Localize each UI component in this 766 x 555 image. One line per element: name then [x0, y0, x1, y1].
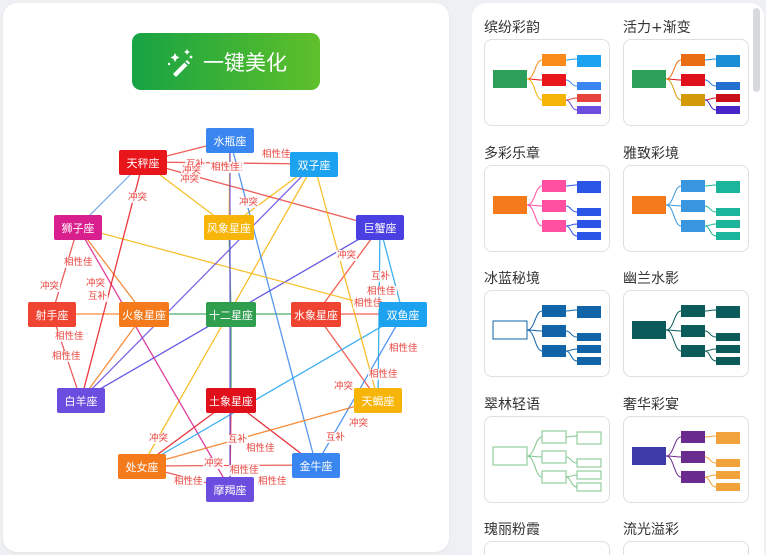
relation-edge [140, 399, 379, 469]
node-shizi[interactable]: 狮子座 [54, 215, 102, 240]
relation-label[interactable]: 冲突 [336, 250, 358, 261]
relation-label[interactable]: 冲突 [181, 165, 203, 176]
relation-label[interactable]: 相性佳 [245, 443, 276, 454]
theme-preview [492, 430, 602, 492]
beautify-label: 一键美化 [203, 50, 287, 75]
theme-card-4[interactable] [484, 290, 610, 377]
node-shuixiang[interactable]: 水象星座 [291, 302, 341, 327]
theme-title: 奢华彩宴 [623, 397, 679, 413]
relation-label[interactable]: 相性佳 [261, 149, 292, 160]
relation-edge [80, 163, 315, 401]
relation-label[interactable]: 相性佳 [368, 369, 399, 380]
relation-edge [50, 226, 79, 316]
node-shuangzi[interactable]: 双子座 [290, 152, 338, 177]
relation-label[interactable]: 相性佳 [210, 162, 241, 173]
relation-label[interactable]: 冲突 [238, 197, 260, 208]
relation-label[interactable]: 相性佳 [257, 476, 288, 487]
beautify-button[interactable]: 一键美化 [132, 33, 320, 90]
theme-panel[interactable]: 缤纷彩韵 活力+渐变多彩乐章 雅致彩境冰蓝秘境 幽兰水影翠林轻语 奢华彩宴瑰丽粉霞 流光溢… [472, 3, 764, 555]
theme-card-8[interactable] [484, 541, 610, 555]
theme-card-6[interactable] [484, 416, 610, 503]
relation-label[interactable]: 冲突 [85, 278, 107, 289]
relation-label[interactable]: 相性佳 [353, 298, 384, 309]
theme-title: 幽兰水影 [623, 271, 679, 287]
relation-label[interactable]: 冲突 [179, 174, 201, 185]
node-tuxiang[interactable]: 土象星座 [206, 388, 256, 413]
node-center[interactable]: 十二星座 [206, 302, 256, 327]
theme-title: 冰蓝秘境 [484, 271, 540, 287]
tree-edge [80, 313, 145, 402]
theme-title: 瑰丽粉霞 [484, 522, 540, 538]
theme-card-9[interactable] [623, 541, 749, 555]
theme-title: 多彩乐章 [484, 146, 540, 162]
relation-label[interactable]: 冲突 [39, 281, 61, 292]
theme-preview [493, 180, 601, 240]
relation-label[interactable]: 相性佳 [63, 257, 94, 268]
node-chunv[interactable]: 处女座 [118, 454, 166, 479]
theme-card-5[interactable] [623, 290, 749, 377]
relation-label[interactable]: 冲突 [348, 418, 370, 429]
node-tianping[interactable]: 天秤座 [119, 150, 167, 175]
node-huoxiang[interactable]: 火象星座 [119, 302, 169, 327]
theme-preview [632, 180, 740, 240]
theme-preview [493, 54, 601, 114]
relation-label[interactable]: 互补 [370, 271, 392, 282]
theme-title: 翠林轻语 [484, 397, 540, 413]
mindmap-canvas[interactable]: 相性佳互补冲突相性佳冲突相性佳冲突冲突相性佳冲突相性佳互补相性佳相性佳冲突相性佳… [3, 3, 449, 552]
theme-title: 活力+渐变 [623, 20, 691, 36]
relation-label[interactable]: 相性佳 [229, 465, 260, 476]
relation-label[interactable]: 互补 [87, 291, 109, 302]
tree-edge [315, 225, 381, 315]
relation-edge [140, 313, 404, 467]
relation-label[interactable]: 冲突 [148, 433, 170, 444]
theme-title: 流光溢彩 [623, 522, 679, 538]
node-juxie[interactable]: 巨蟹座 [356, 215, 404, 240]
node-tianxie[interactable]: 天蝎座 [354, 388, 402, 413]
relation-label[interactable]: 相性佳 [366, 286, 397, 297]
relation-label[interactable]: 互补 [227, 434, 249, 445]
node-baiyang[interactable]: 白羊座 [57, 388, 105, 413]
node-sheshou[interactable]: 射手座 [28, 302, 76, 327]
relation-label[interactable]: 相性佳 [388, 343, 419, 354]
relation-edge [229, 139, 319, 467]
theme-card-1[interactable] [623, 39, 749, 126]
relation-label[interactable]: 相性佳 [54, 331, 85, 342]
theme-preview [632, 431, 740, 491]
relation-edge [313, 163, 381, 402]
scrollbar-thumb[interactable] [753, 8, 760, 92]
theme-preview [632, 305, 740, 365]
relation-label[interactable]: 相性佳 [173, 476, 204, 487]
magic-wand-icon [167, 48, 193, 77]
relation-label[interactable]: 互补 [185, 159, 207, 170]
relation-edge [379, 226, 406, 316]
theme-card-0[interactable] [484, 39, 610, 126]
node-shuangyu[interactable]: 双鱼座 [379, 302, 427, 327]
tree-edge [315, 313, 379, 402]
node-fengxiang[interactable]: 风象星座 [204, 215, 254, 240]
relation-label[interactable]: 冲突 [333, 381, 355, 392]
node-mojie[interactable]: 摩羯座 [206, 477, 254, 502]
theme-title: 雅致彩境 [623, 146, 679, 162]
theme-card-3[interactable] [623, 165, 749, 252]
theme-card-7[interactable] [623, 416, 749, 503]
relation-label[interactable]: 相性佳 [51, 351, 82, 362]
relation-label[interactable]: 互补 [325, 432, 347, 443]
theme-preview [492, 305, 601, 365]
relation-label[interactable]: 冲突 [127, 192, 149, 203]
theme-preview [632, 54, 740, 114]
relation-edge [77, 226, 405, 317]
relation-edge [77, 226, 231, 491]
tree-edge [77, 225, 145, 315]
theme-card-2[interactable] [484, 165, 610, 252]
theme-title: 缤纷彩韵 [484, 20, 540, 36]
node-shuiping[interactable]: 水瓶座 [206, 128, 254, 153]
node-jinniu[interactable]: 金牛座 [292, 453, 340, 478]
relation-label[interactable]: 冲突 [203, 458, 225, 469]
